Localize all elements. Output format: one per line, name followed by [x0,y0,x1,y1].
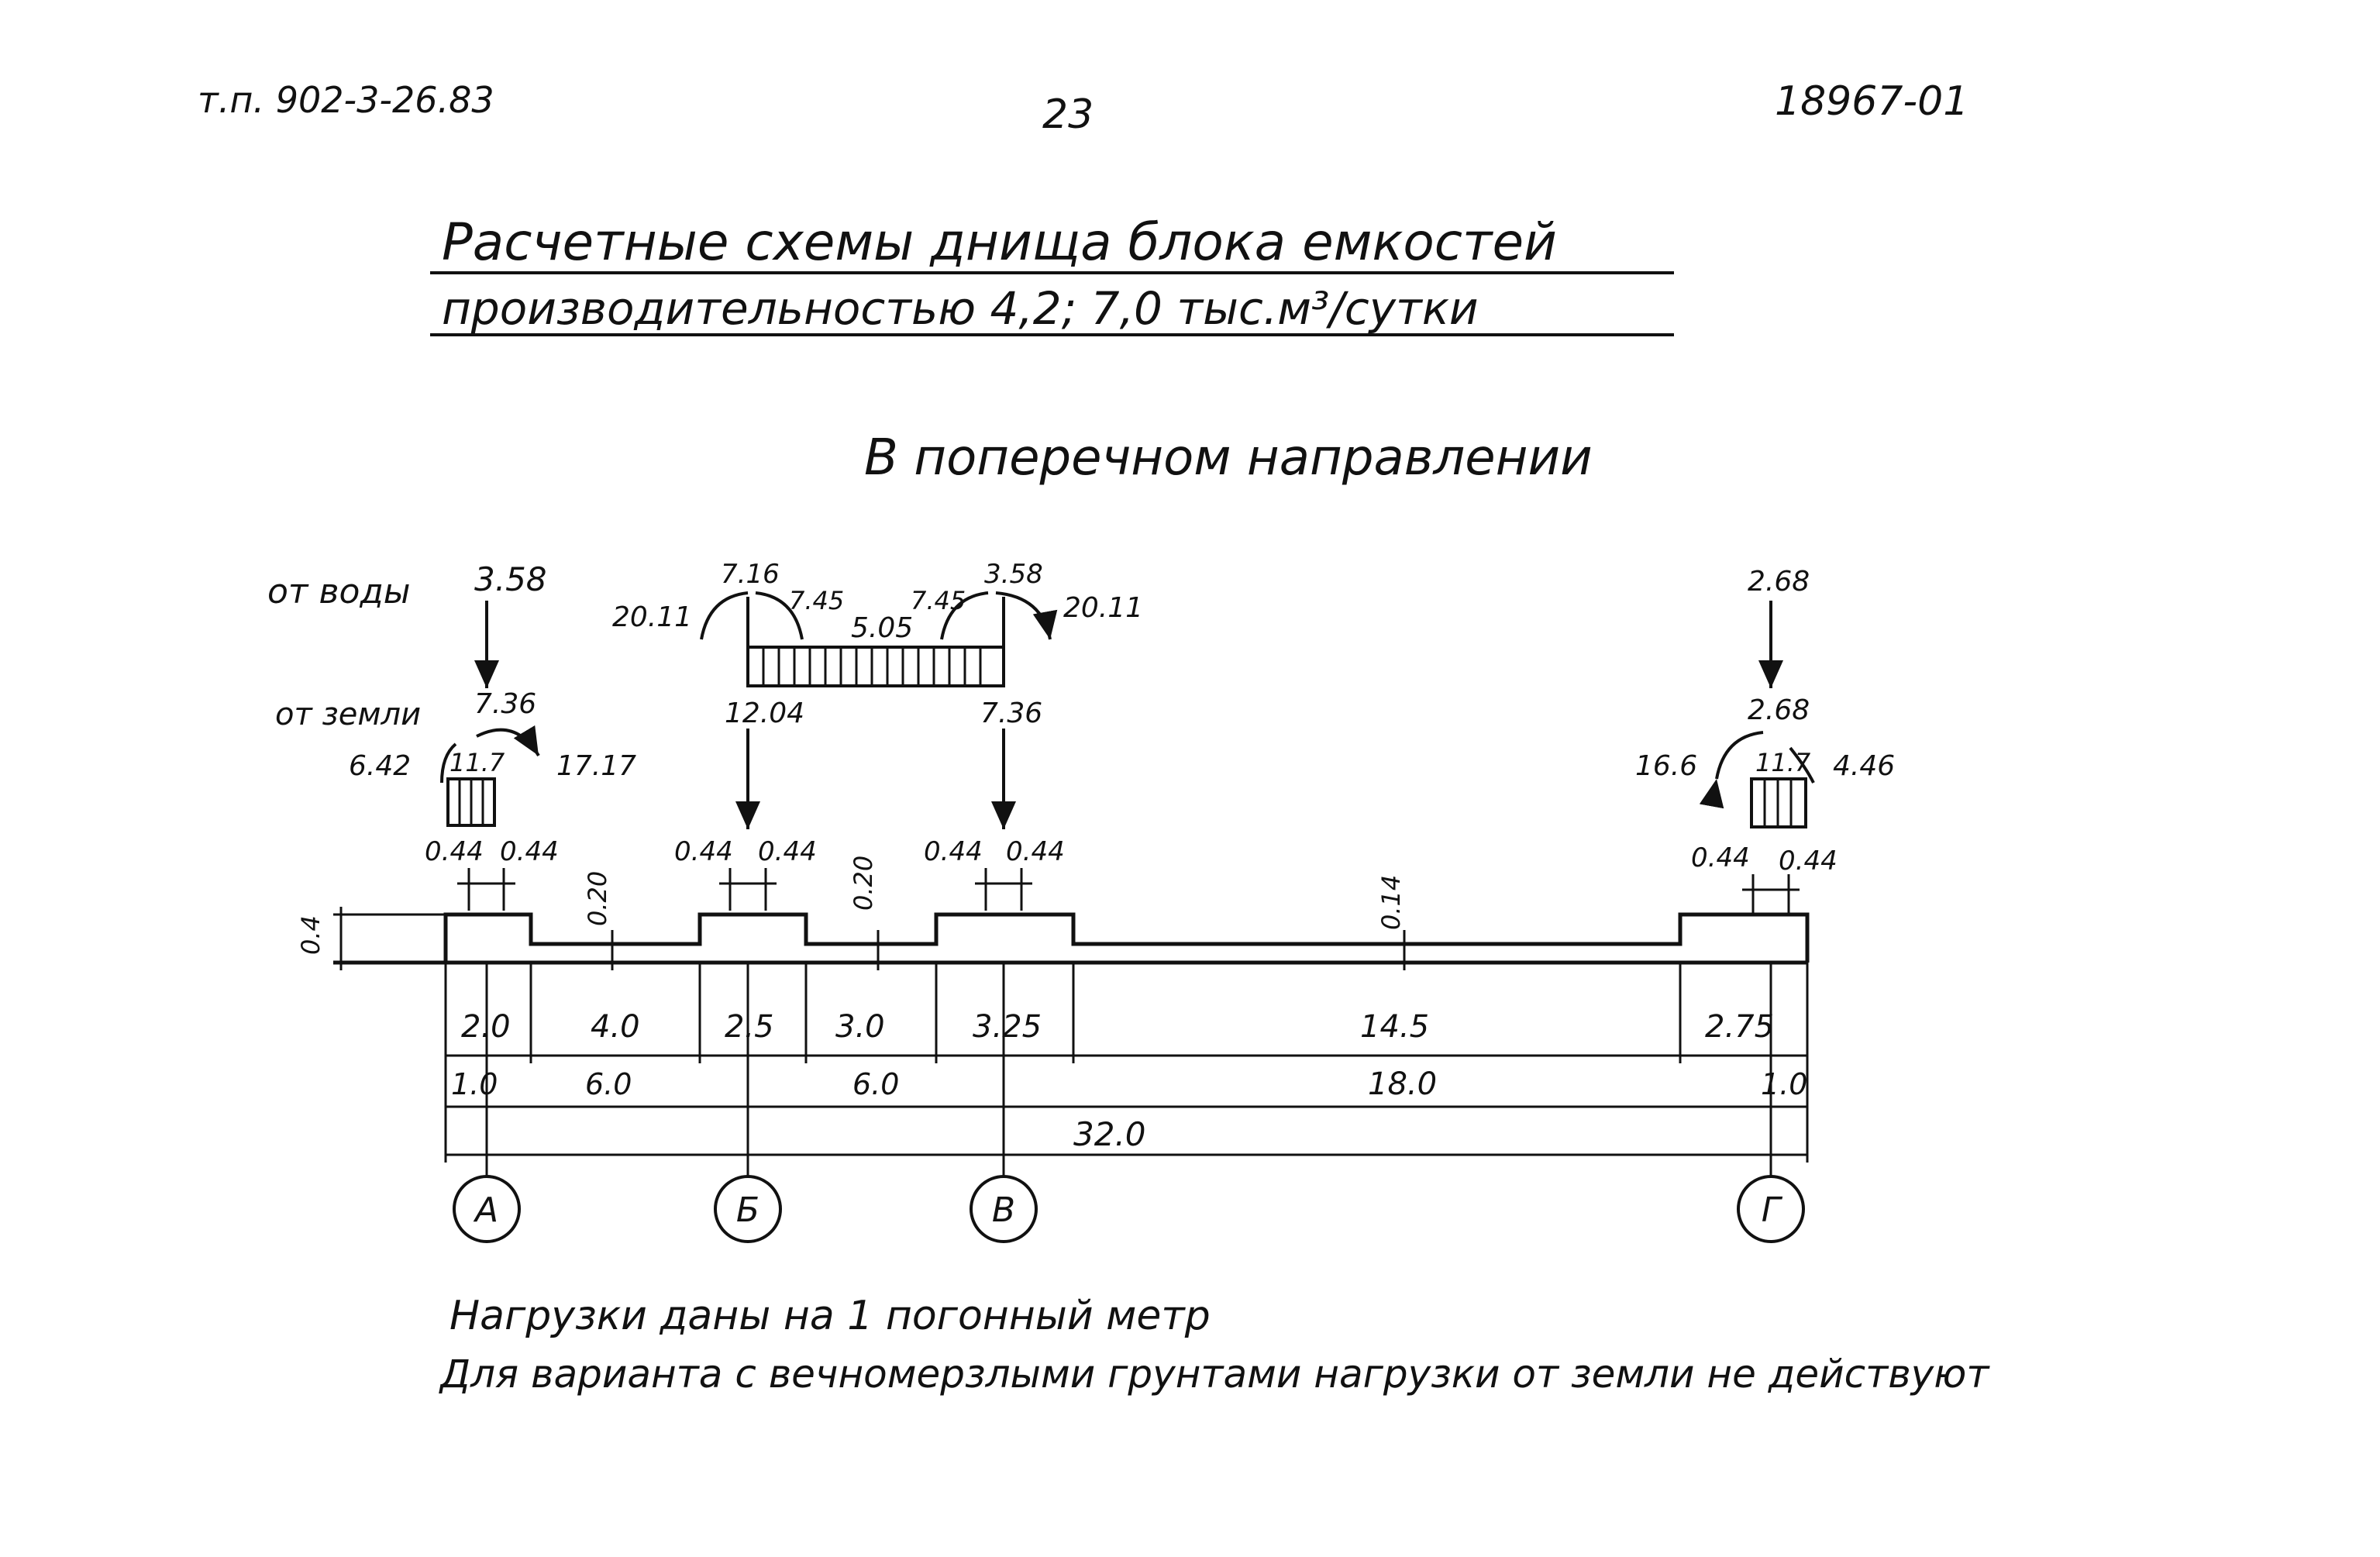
title-line-1: Расчетные схемы днища блока емкостей [442,212,1557,272]
svg-text:А: А [473,1190,498,1230]
tick-g-right: 0.44 [1779,846,1838,877]
moment-b-top-value: 7.16 [721,559,780,590]
slab-thickness-label: 0.4 [296,915,325,955]
moment-a-right-arc [476,725,540,757]
moment-a-right-value: 17.17 [556,750,636,782]
dim-row2-4: 1.0 [1761,1067,1807,1101]
dim-row1-6: 2.75 [1705,1009,1774,1045]
tick-a-right: 0.44 [500,836,559,867]
moment-b-inner-arc [755,591,804,640]
dim-row2-2: 6.0 [852,1067,899,1101]
pressure-block-g [1750,777,1807,828]
pressure-block-a [446,777,496,827]
dim-row1-2: 2.5 [725,1009,774,1045]
title-line-2: производительностью 4,2; 7,0 тыс.м³/сутк… [442,282,1479,335]
doc-code: т.п. 902-3-26.83 [198,79,494,121]
tick-a-left: 0.44 [425,836,484,867]
distributed-load-block [746,646,1005,687]
dim-row1-5: 14.5 [1360,1009,1429,1045]
dim-row1-1: 4.0 [591,1009,640,1045]
load-a-water-value: 3.58 [474,560,547,598]
moment-g-left-value: 16.6 [1635,750,1697,782]
moment-b-inner-value: 7.45 [789,586,844,615]
load-a-earth-value: 7.36 [474,688,536,720]
dim-row2-1: 6.0 [585,1067,632,1101]
earth-load-label: от земли [275,697,421,732]
album-code: 18967-01 [1775,78,1968,125]
point-load-v-value: 7.36 [980,698,1042,729]
tick-g-left: 0.44 [1691,842,1750,873]
thickness-1-label: 0.20 [583,871,612,926]
moment-g-right-arc [1789,746,1815,784]
axis-bubble-g: Г [1737,1175,1805,1243]
tick-v-right: 0.44 [1006,836,1065,867]
moment-v-right-arc [995,591,1058,640]
slab-profile [443,912,1810,963]
water-load-label: от воды [267,572,411,611]
span-load-value: 5.05 [851,612,913,644]
moment-b-left-value: 20.11 [612,601,692,633]
load-a-intensity: 11.7 [449,748,505,777]
moment-g-left-arc [1699,731,1764,809]
axis-bubble-b: Б [714,1175,782,1243]
dim-total: 32.0 [1073,1115,1146,1153]
moment-a-left-arc [440,742,457,784]
svg-text:Б: Б [736,1190,759,1230]
axis-lines [485,963,1772,1176]
page-number: 23 [1042,91,1094,138]
subtitle: В поперечном направлении [864,429,1593,487]
moment-v-inner-value: 7.45 [911,586,966,615]
dim-row2-3: 18.0 [1368,1066,1437,1102]
svg-text:В: В [992,1190,1015,1230]
moment-b-left-arc [700,591,749,640]
axis-bubble-a: А [453,1175,521,1243]
dim-row2-0: 1.0 [451,1067,498,1101]
moment-v-right-value: 20.11 [1063,592,1143,624]
axis-bubble-v: В [970,1175,1038,1243]
note-line-1: Нагрузки даны на 1 погонный метр [449,1293,1211,1339]
note-line-2: Для варианта с вечномерзлыми грунтами на… [439,1352,1990,1397]
tick-b-right: 0.44 [758,836,817,867]
load-g-earth-value: 2.68 [1748,694,1810,726]
load-g-water-value: 2.68 [1748,566,1810,598]
moment-g-right-value: 4.46 [1833,750,1895,782]
tick-b-left: 0.44 [674,836,733,867]
thickness-3-label: 0.14 [1376,875,1406,930]
dim-row1-0: 2.0 [461,1009,511,1045]
moment-a-left-value: 6.42 [349,750,411,782]
thickness-2-label: 0.20 [849,856,878,911]
tick-v-left: 0.44 [924,836,983,867]
tick-marks [457,868,1800,913]
point-load-b-value: 12.04 [725,698,804,729]
svg-text:Г: Г [1762,1190,1783,1230]
dim-row1-3: 3.0 [835,1009,885,1045]
moment-v-inner-arc [940,591,989,640]
moment-v-top-value: 3.58 [984,559,1043,590]
dim-row1-4: 3.25 [973,1009,1042,1045]
dimension-row-1-lines [444,963,1809,1163]
